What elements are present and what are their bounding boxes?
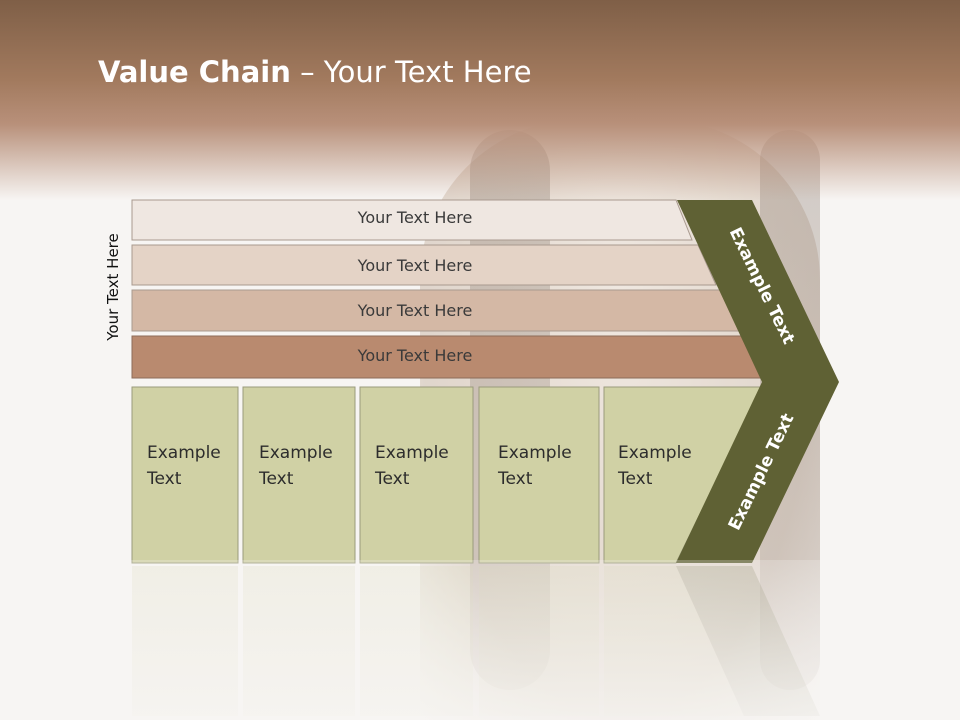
reflection-fade bbox=[0, 560, 960, 720]
box-3-line1: Example bbox=[375, 443, 449, 463]
box-1-line2: Text bbox=[147, 469, 182, 489]
bar-2-label: Your Text Here bbox=[357, 256, 473, 275]
box-4-line2: Text bbox=[498, 469, 533, 489]
box-1-shape bbox=[131, 386, 239, 564]
box-2-shape bbox=[242, 386, 356, 564]
box-1-text: Example Text bbox=[147, 440, 221, 492]
box-4-text: Example Text bbox=[498, 440, 572, 492]
box-5-line2: Text bbox=[618, 469, 653, 489]
chevron-shape bbox=[676, 200, 839, 563]
title-rest: – Your Text Here bbox=[290, 55, 532, 89]
bar-4-label: Your Text Here bbox=[357, 346, 473, 365]
box-2-line2: Text bbox=[259, 469, 294, 489]
box-5-line1: Example bbox=[618, 443, 692, 463]
box-4-line1: Example bbox=[498, 443, 572, 463]
header-band bbox=[0, 0, 960, 200]
box-4-shape bbox=[478, 386, 600, 564]
box-1-line1: Example bbox=[147, 443, 221, 463]
box-5-text: Example Text bbox=[618, 440, 692, 492]
bar-2-shape bbox=[131, 244, 717, 286]
box-2-text: Example Text bbox=[259, 440, 333, 492]
title-bold: Value Chain bbox=[98, 55, 291, 89]
bar-1-shape bbox=[131, 199, 693, 241]
box-2-line1: Example bbox=[259, 443, 333, 463]
box-3-line2: Text bbox=[375, 469, 410, 489]
bar-1-label: Your Text Here bbox=[357, 208, 473, 227]
slide-title: Value Chain – Your Text Here bbox=[98, 55, 532, 89]
box-3-text: Example Text bbox=[375, 440, 449, 492]
bar-3-label: Your Text Here bbox=[357, 301, 473, 320]
box-3-shape bbox=[359, 386, 474, 564]
